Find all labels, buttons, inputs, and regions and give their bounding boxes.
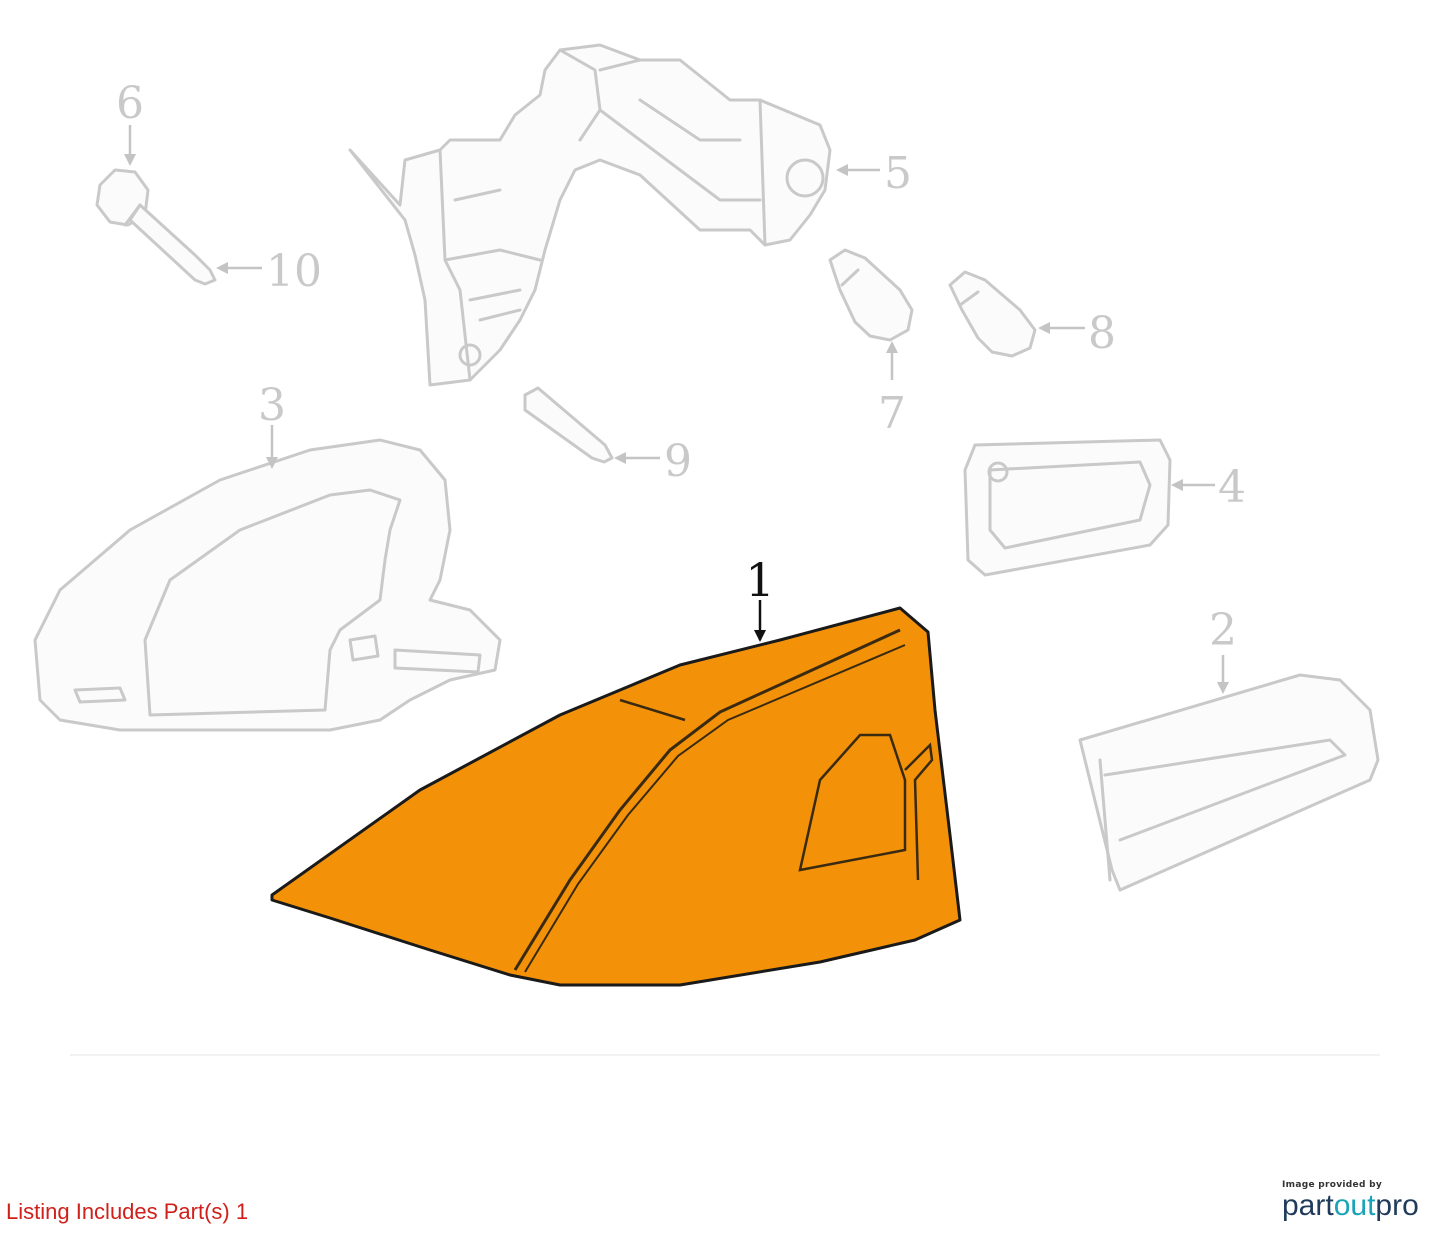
part-7-bulb [828, 248, 914, 342]
credit-caption: Image provided by [1282, 1180, 1383, 1190]
callout-4: 4 [1218, 462, 1246, 513]
image-credit: Image provided by partoutpro [1282, 1180, 1432, 1222]
callout-9: 9 [664, 436, 692, 487]
callout-8: 8 [1088, 308, 1116, 359]
part-5-bracket [348, 43, 832, 387]
part-8-bulb [948, 270, 1037, 358]
logo-pro: pro [1375, 1189, 1419, 1222]
part-9-bulb [523, 386, 614, 464]
part-1-mirror-cover [270, 606, 962, 987]
callout-10: 10 [266, 246, 322, 297]
part-2-trim [1078, 673, 1380, 892]
callout-5: 5 [884, 148, 912, 199]
callout-1: 1 [745, 553, 774, 607]
listing-note: Listing Includes Part(s) 1 [6, 1199, 249, 1224]
callout-3: 3 [258, 380, 286, 431]
part-3-housing [33, 438, 502, 732]
callout-arrows [124, 125, 1229, 694]
logo-out: out [1333, 1189, 1376, 1222]
callout-2: 2 [1209, 605, 1237, 656]
callout-6: 6 [116, 78, 144, 129]
logo-part: part [1282, 1189, 1334, 1222]
part-4-plate [963, 438, 1172, 577]
partoutpro-logo: partoutpro [1282, 1190, 1432, 1222]
callout-labels: 1 2 3 4 5 6 7 8 9 10 [116, 78, 1246, 656]
part-6-10-screw [95, 168, 217, 286]
callout-7: 7 [878, 388, 906, 439]
